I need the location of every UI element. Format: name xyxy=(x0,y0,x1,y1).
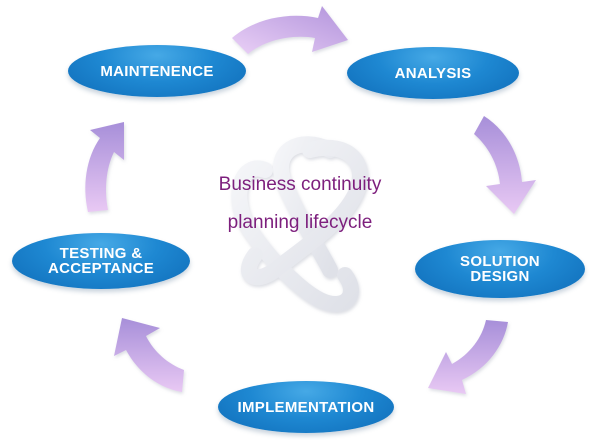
stage-solution-design-label-line-1: SOLUTION xyxy=(460,253,540,270)
stage-analysis-label: ANALYSIS xyxy=(394,64,472,82)
title-line-1: Business continuity xyxy=(218,174,382,195)
arrows-group xyxy=(85,6,536,394)
curved-arrow-up-left-icon xyxy=(114,318,184,392)
curved-arrow-right-icon xyxy=(232,6,348,54)
stage-testing-acceptance-label-line-1: TESTING & xyxy=(59,245,143,262)
stage-testing-acceptance[interactable]: TESTING & ACCEPTANCE xyxy=(12,233,190,289)
interlocking-links-icon xyxy=(231,136,368,312)
stage-implementation[interactable]: IMPLEMENTATION xyxy=(218,381,394,433)
stage-solution-design-label-line-2: DESIGN xyxy=(470,268,530,285)
curved-arrow-down-icon xyxy=(474,116,536,214)
stage-implementation-label: IMPLEMENTATION xyxy=(237,398,375,416)
title-line-2: planning lifecycle xyxy=(227,212,373,233)
diagram-title: Business continuity planning lifecycle xyxy=(180,166,420,242)
stage-maintenence-label: MAINTENENCE xyxy=(100,62,214,80)
curved-arrow-up-icon xyxy=(85,122,124,212)
stage-analysis[interactable]: ANALYSIS xyxy=(347,47,519,99)
stage-solution-design[interactable]: SOLUTION DESIGN xyxy=(415,240,585,298)
curved-arrow-down-left-icon xyxy=(428,320,508,394)
stage-maintenence[interactable]: MAINTENENCE xyxy=(68,45,246,97)
stage-testing-acceptance-label-line-2: ACCEPTANCE xyxy=(47,260,155,277)
